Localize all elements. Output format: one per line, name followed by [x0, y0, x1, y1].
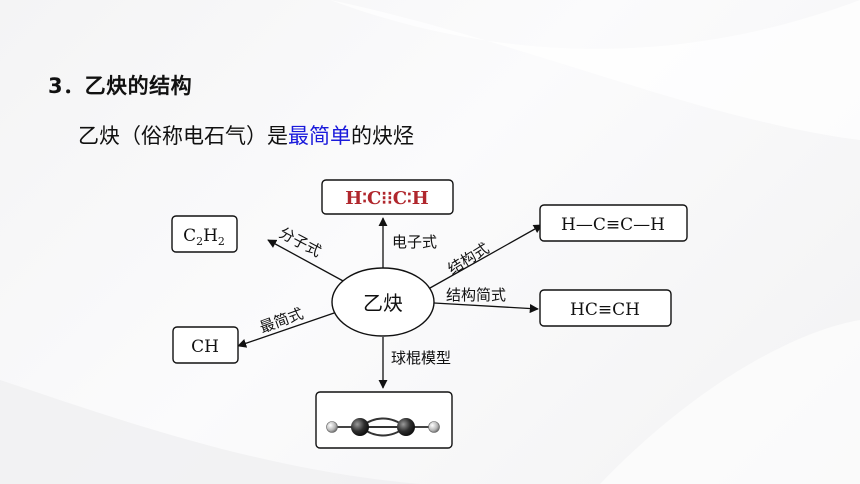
arrow-empirical: [237, 311, 338, 348]
intro-prefix: 乙炔（俗称电石气）是: [78, 124, 288, 148]
center-label: 乙炔: [363, 291, 403, 315]
arrow-molecular: [267, 239, 346, 283]
condensed-formula-box: [539, 289, 672, 327]
label-structural: 结构式: [445, 239, 493, 278]
carbon-atom-right: [397, 418, 415, 436]
arrow-structural: [429, 224, 543, 289]
label-ball-stick: 球棍模型: [391, 349, 451, 367]
empirical-formula-box: [172, 326, 239, 364]
electron-formula: H∶C⁝⁝C∶H: [345, 188, 428, 209]
electron-formula-box: [321, 179, 454, 215]
condensed-formula: HC≡CH: [570, 300, 640, 320]
structural-formula: H—C≡C—H: [561, 215, 665, 235]
molecular-formula-box: [171, 215, 238, 253]
label-molecular: 分子式: [276, 224, 324, 261]
hydrogen-atom-left: [326, 421, 338, 433]
hydrogen-atom-right: [428, 421, 440, 433]
intro-suffix: 的炔烃: [351, 124, 414, 148]
intro-highlight: 最简单: [288, 124, 351, 148]
ball-stick-box: [315, 391, 453, 449]
section-number: 3．: [48, 74, 85, 98]
intro-sentence: 乙炔（俗称电石气）是最简单的炔烃: [78, 120, 414, 150]
arrow-condensed: [433, 302, 539, 314]
empirical-formula: CH: [191, 337, 219, 357]
section-heading: 3．乙炔的结构: [48, 70, 192, 100]
label-empirical: 最简式: [257, 304, 305, 336]
molecular-formula: C2H2: [183, 226, 225, 248]
carbon-atom-left: [351, 418, 369, 436]
ball-stick-model: [326, 417, 440, 437]
label-electron: 电子式: [392, 233, 437, 251]
structural-formula-box: [539, 204, 688, 242]
center-ellipse: [331, 267, 435, 337]
label-condensed: 结构简式: [446, 286, 506, 304]
section-title: 乙炔的结构: [84, 74, 193, 98]
